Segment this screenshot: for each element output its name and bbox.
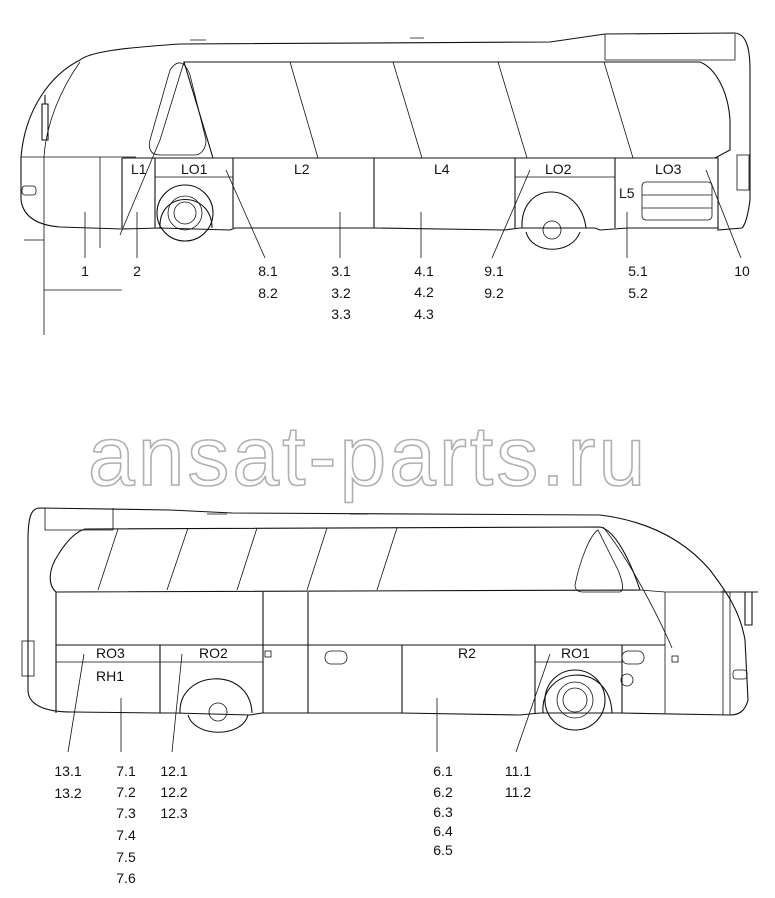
handle-icon [324,650,348,665]
callout-7-4: 7.4 [116,827,136,843]
callout-12-2: 12.2 [160,784,187,800]
panel-label-RO2: RO2 [199,645,228,661]
callout-3-2: 3.2 [331,285,351,301]
panel-label-R2: R2 [458,645,476,661]
front-wheel [544,669,606,731]
callout-4-1: 4.1 [414,263,434,279]
callout-3-1: 3.1 [331,263,351,279]
headlight-icon [21,185,37,196]
marker-icon [671,655,679,663]
callout-3-3: 3.3 [331,306,351,322]
callout-12-3: 12.3 [160,805,187,821]
callout-2: 2 [133,263,141,279]
callout-5-1: 5.1 [628,263,648,279]
callout-6-1: 6.1 [433,763,453,779]
callout-4-2: 4.2 [414,284,434,300]
callout-12-1: 12.1 [160,763,187,779]
watermark-text: ansat-parts.ru [88,409,648,503]
callout-1: 1 [81,263,89,279]
callout-7-2: 7.2 [116,784,136,800]
callout-4-3: 4.3 [414,306,434,322]
panel-label-RO1: RO1 [561,645,590,661]
callout-9-1: 9.1 [484,263,504,279]
bus-left-side-view: L1 LO1 L2 L4 LO2 LO3 L5 1 2 8.1 8.2 3.1 … [20,32,751,335]
marker-icon [264,650,272,658]
callout-8-1: 8.1 [258,263,278,279]
callout-6-3: 6.3 [433,804,453,820]
callout-7-1: 7.1 [116,763,136,779]
callout-6-5: 6.5 [433,842,453,858]
panel-label-LO1: LO1 [181,161,208,177]
panel-label-LO2: LO2 [545,161,572,177]
callout-11-2: 11.2 [505,784,531,800]
panel-label-L1: L1 [131,161,147,177]
callout-13-1: 13.1 [54,763,81,779]
callout-7-5: 7.5 [116,849,136,865]
callout-9-2: 9.2 [484,285,504,301]
panel-label-L2: L2 [294,161,310,177]
callout-7-6: 7.6 [116,870,136,886]
callout-8-2: 8.2 [258,285,278,301]
callout-10: 10 [734,263,750,279]
handle-icon [621,650,645,665]
panel-label-L4: L4 [434,161,450,177]
panel-label-RO3: RO3 [96,645,125,661]
callout-6-4: 6.4 [433,823,453,839]
callout-11-1: 11.1 [505,763,531,779]
panel-label-RH1: RH1 [96,668,124,684]
front-wheel [156,184,214,242]
callout-7-3: 7.3 [116,805,136,821]
panel-label-L5: L5 [619,185,635,201]
bus-right-side-view: RO3 RH1 RO2 R2 RO1 13.1 13.2 7.1 7.2 7.3… [21,507,758,886]
callout-13-2: 13.2 [54,785,81,801]
panel-label-LO3: LO3 [655,161,682,177]
headlight-icon [732,669,748,680]
callout-5-2: 5.2 [628,285,648,301]
callout-6-2: 6.2 [433,784,453,800]
